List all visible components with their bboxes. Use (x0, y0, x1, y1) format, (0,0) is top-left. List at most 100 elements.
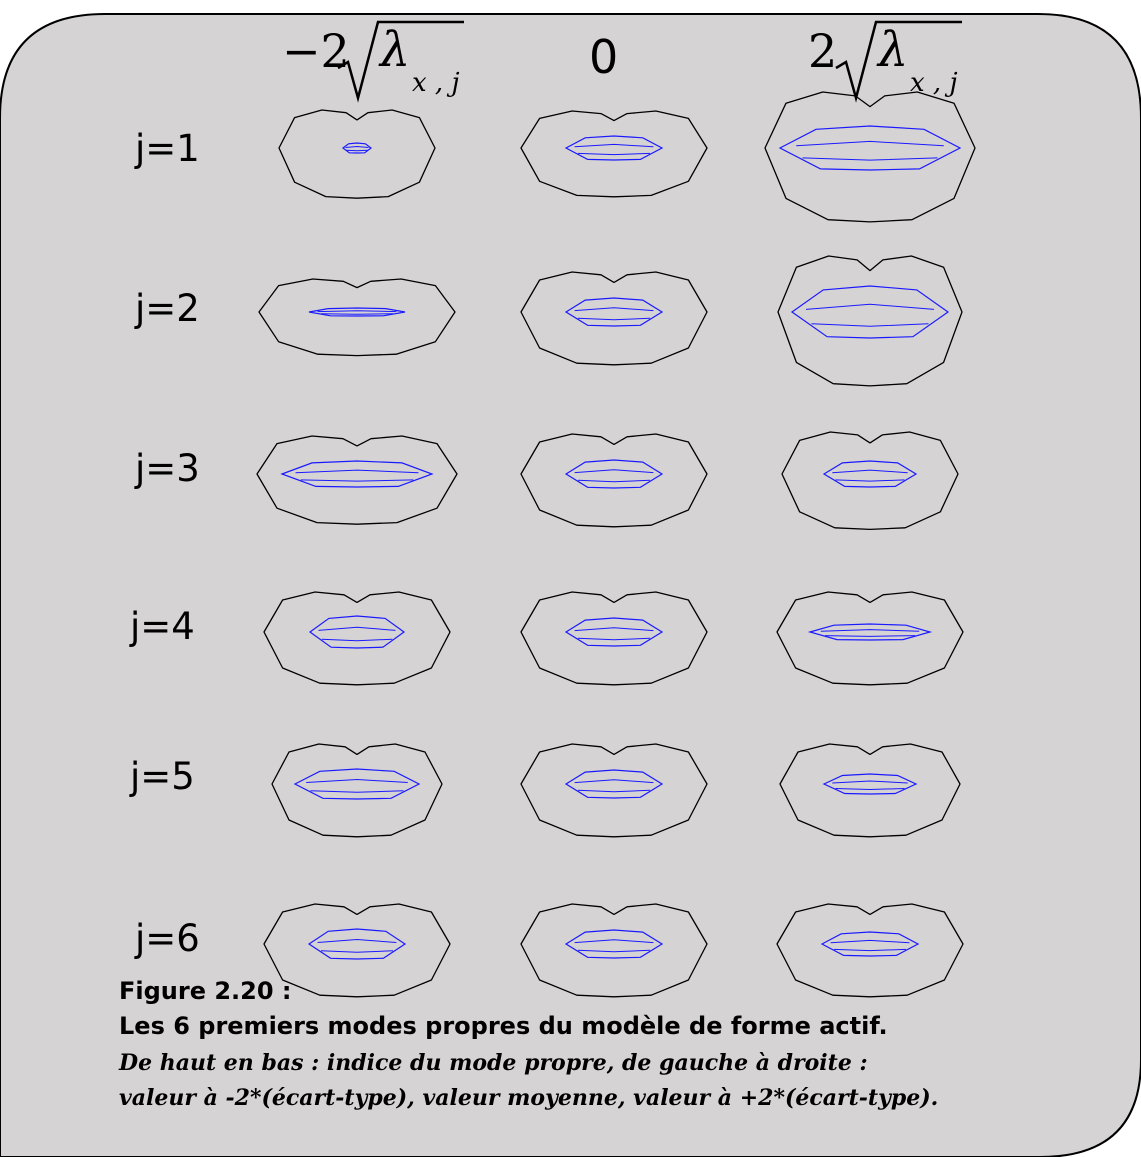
inner-lip-upper-line (574, 469, 654, 474)
inner-lip-upper-line (574, 627, 654, 632)
outer-lip-contour (779, 743, 961, 838)
inner-lip-lower-line (833, 948, 907, 952)
inner-lip-lower-line (802, 157, 938, 161)
inner-lip-contour (822, 460, 918, 488)
row-label-j3: j=3 (135, 447, 200, 490)
inner-lip-lower-line (320, 950, 394, 953)
inner-lip-lower-line (824, 635, 916, 637)
lip-shape (776, 591, 964, 686)
inner-lip-lower-line (835, 479, 905, 482)
lip-shape (520, 743, 708, 838)
inner-lip-contour (564, 617, 664, 647)
inner-lip-upper-line (306, 778, 408, 783)
inner-lip-contour (280, 460, 434, 488)
inner-lip-upper-line (574, 143, 654, 148)
inner-lip-lower-line (577, 637, 651, 641)
inner-lip-lower-line (835, 788, 905, 791)
header-minus-prefix: −2 (282, 24, 350, 78)
inner-lip-contour (820, 931, 920, 957)
outer-lip-contour (520, 433, 708, 528)
header-plus-lambda: λ (878, 22, 909, 78)
inner-lip-lower-line (346, 149, 368, 152)
lip-shape (263, 591, 451, 686)
outer-lip-contour (777, 255, 963, 387)
sqrt-sign-icon (835, 20, 962, 103)
inner-lip-contour (293, 768, 421, 800)
outer-lip-contour (278, 109, 436, 199)
inner-lip-contour (564, 459, 664, 489)
inner-lip-contour (778, 125, 962, 171)
inner-lip-lower-line (300, 479, 414, 482)
lip-shape (256, 435, 458, 525)
lip-shape (520, 903, 708, 998)
inner-lip-contour (790, 285, 950, 339)
inner-lip-upper-line (574, 779, 654, 784)
column-header-zero: 0 (589, 30, 619, 84)
inner-lip-contour (822, 773, 918, 795)
lip-shape (520, 271, 708, 366)
inner-lip-lower-line (811, 323, 929, 327)
outer-lip-contour (520, 271, 708, 366)
inner-lip-contour (307, 928, 407, 960)
outer-lip-contour (520, 743, 708, 838)
lip-shape (520, 110, 708, 198)
inner-lip-upper-line (832, 469, 908, 474)
sqrt-sign-icon (337, 20, 464, 103)
inner-lip-contour (564, 929, 664, 959)
header-plus-prefix: 2 (808, 24, 838, 78)
row-label-j4: j=4 (130, 605, 195, 648)
inner-lip-upper-line (318, 626, 396, 631)
inner-lip-lower-line (577, 479, 651, 483)
lip-shape (258, 278, 456, 357)
inner-lip-upper-line (796, 140, 944, 147)
inner-lip-upper-line (820, 629, 920, 632)
inner-lip-lower-line (321, 638, 393, 642)
inner-lip-contour (564, 135, 664, 161)
outer-lip-contour (271, 743, 443, 838)
row-label-j5: j=5 (130, 755, 195, 798)
inner-lip-lower-line (310, 790, 404, 793)
inner-lip-upper-line (805, 303, 935, 310)
figure-title: Les 6 premiers modes propres du modèle d… (119, 1012, 888, 1040)
row-label-j1: j=1 (135, 127, 200, 170)
outer-lip-contour (258, 278, 456, 357)
lip-shape (520, 591, 708, 686)
inner-lip-contour (342, 142, 372, 154)
outer-lip-contour (263, 591, 451, 686)
inner-lip-upper-line (574, 307, 654, 312)
inner-lip-contour (564, 769, 664, 799)
outer-lip-contour (256, 435, 458, 525)
inner-lip-contour (308, 615, 406, 649)
row-label-j2: j=2 (135, 287, 200, 330)
header-minus-lambda: λ (380, 22, 411, 78)
lip-shape (520, 433, 708, 528)
lip-shape (776, 903, 964, 998)
outer-lip-contour (776, 591, 964, 686)
inner-lip-upper-line (317, 938, 397, 943)
outer-lip-contour (520, 110, 708, 198)
lip-shape (779, 743, 961, 838)
outer-lip-contour (520, 903, 708, 998)
inner-lip-upper-line (345, 145, 369, 148)
lip-shape (764, 91, 976, 223)
row-label-j6: j=6 (135, 917, 200, 960)
lip-shape (271, 743, 443, 838)
inner-lip-lower-line (577, 317, 651, 321)
lip-shape (781, 431, 959, 531)
inner-lip-upper-line (574, 939, 654, 944)
inner-lip-contour (308, 307, 406, 317)
inner-lip-upper-line (832, 780, 908, 784)
figure-description-line-2: valeur à -2*(écart-type), valeur moyenne… (119, 1085, 939, 1111)
lip-shape (263, 903, 451, 998)
inner-lip-upper-line (830, 939, 910, 944)
inner-lip-lower-line (577, 789, 651, 793)
figure-description-line-1: De haut en bas : indice du mode propre, … (119, 1050, 868, 1076)
outer-lip-contour (781, 431, 959, 531)
outer-lip-contour (263, 903, 451, 998)
figure-number: Figure 2.20 : (119, 977, 292, 1005)
outer-lip-contour (776, 903, 964, 998)
outer-lip-contour (520, 591, 708, 686)
